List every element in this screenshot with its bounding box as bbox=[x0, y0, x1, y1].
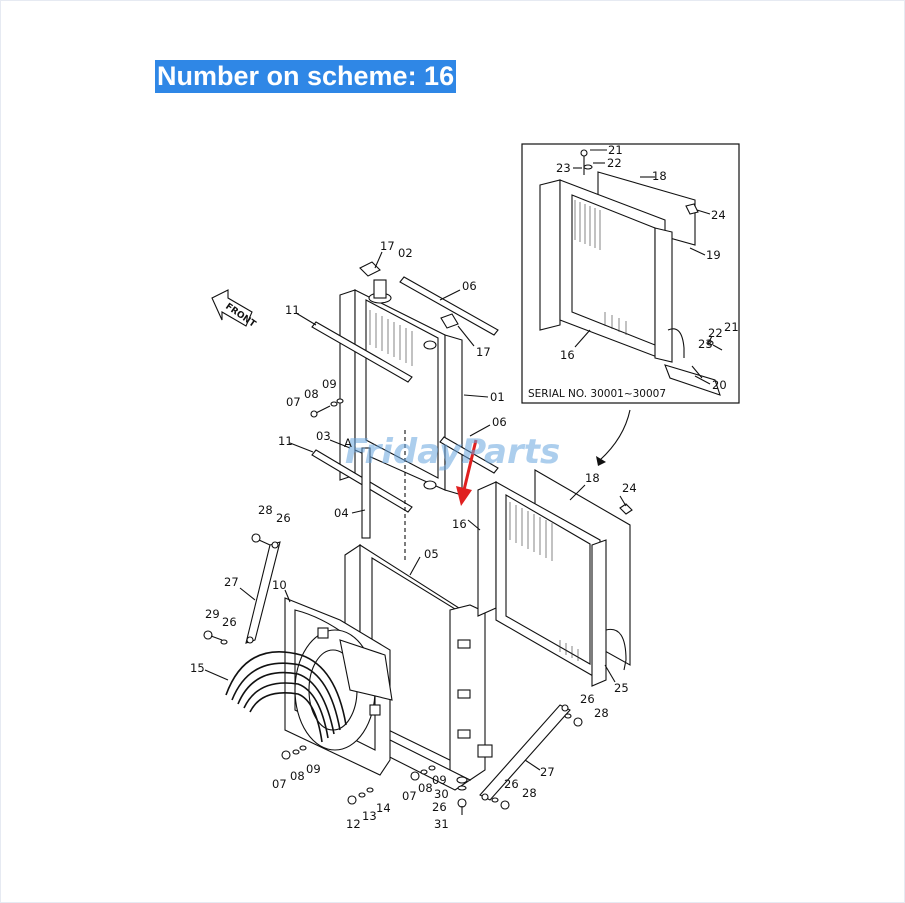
callout-label: 08 bbox=[304, 387, 319, 401]
fan-guard-15 bbox=[225, 651, 347, 743]
fan-shroud-10 bbox=[284, 597, 393, 776]
callout-label: 13 bbox=[362, 809, 377, 823]
callout-label: 27 bbox=[224, 575, 239, 589]
callout-label: 20 bbox=[712, 378, 727, 392]
callout-label: 22 bbox=[607, 156, 622, 170]
callout-label: 19 bbox=[706, 248, 721, 262]
callout-label: 07 bbox=[402, 789, 417, 803]
callout-label: 31 bbox=[434, 817, 449, 831]
callout-label: 23 bbox=[556, 161, 571, 175]
callout-label: 17 bbox=[380, 239, 395, 253]
callout-label: 26 bbox=[580, 692, 595, 706]
callout-label: 04 bbox=[334, 506, 349, 520]
watermark: FridayParts bbox=[345, 432, 560, 472]
hardware-bolts bbox=[203, 533, 583, 815]
callout-label: A bbox=[344, 436, 352, 450]
callout-label: 11 bbox=[278, 434, 293, 448]
stay-rods-27 bbox=[245, 541, 571, 801]
callout-label: 02 bbox=[398, 246, 413, 260]
callout-label: 28 bbox=[522, 786, 537, 800]
callout-label: 18 bbox=[585, 471, 600, 485]
callout-label: 24 bbox=[622, 481, 637, 495]
front-direction-arrow: FRONT bbox=[211, 289, 258, 330]
callout-label: 16 bbox=[560, 348, 575, 362]
callout-leaders bbox=[204, 251, 627, 771]
callout-label: 26 bbox=[222, 615, 237, 629]
callout-label: 28 bbox=[594, 706, 609, 720]
callout-label: 03 bbox=[316, 429, 331, 443]
callout-label: 08 bbox=[290, 769, 305, 783]
callout-label: 26 bbox=[276, 511, 291, 525]
callout-label: 09 bbox=[432, 773, 447, 787]
callout-label: 18 bbox=[652, 169, 667, 183]
inset-pointer-arrow bbox=[599, 409, 631, 461]
callout-label: 07 bbox=[286, 395, 301, 409]
callout-label: 14 bbox=[376, 801, 391, 815]
callout-label: 27 bbox=[540, 765, 555, 779]
callout-label: 28 bbox=[258, 503, 273, 517]
callout-label: 09 bbox=[306, 762, 321, 776]
callout-label: 26 bbox=[432, 800, 447, 814]
callout-label: 26 bbox=[504, 777, 519, 791]
callout-label: 05 bbox=[424, 547, 439, 561]
callout-label: 22 bbox=[708, 326, 723, 340]
callout-label: 24 bbox=[711, 208, 726, 222]
serial-caption: SERIAL NO. 30001~30007 bbox=[528, 388, 666, 400]
callout-label: 16 bbox=[452, 517, 467, 531]
inset-serial-detail: 21 23 22 18 24 19 22 21 23 16 20 SERIAL … bbox=[521, 143, 740, 404]
callout-label: 09 bbox=[322, 377, 337, 391]
callout-label: 01 bbox=[490, 390, 505, 404]
callout-label: 15 bbox=[190, 661, 205, 675]
callout-label: 30 bbox=[434, 787, 449, 801]
callout-label: 06 bbox=[492, 415, 507, 429]
callout-label: 21 bbox=[608, 143, 623, 157]
callout-label: 23 bbox=[698, 337, 713, 351]
callout-label: 12 bbox=[346, 817, 361, 831]
highlight-arrow bbox=[456, 439, 478, 506]
callout-label: 10 bbox=[272, 578, 287, 592]
callout-label: 21 bbox=[724, 320, 739, 334]
callout-label: 07 bbox=[272, 777, 287, 791]
scheme-number-banner: Number on scheme: 16 bbox=[155, 60, 457, 93]
callout-labels: 17 02 06 11 17 01 07 08 09 06 11 03 A 04… bbox=[190, 239, 637, 831]
radiator-bolts bbox=[310, 398, 344, 418]
oil-cooler-16 bbox=[477, 469, 633, 687]
upper-rods bbox=[311, 276, 499, 560]
callout-label: 08 bbox=[418, 781, 433, 795]
callout-label: 06 bbox=[462, 279, 477, 293]
callout-label: 11 bbox=[285, 303, 300, 317]
callout-label: 17 bbox=[476, 345, 491, 359]
callout-label: 25 bbox=[614, 681, 629, 695]
callout-label: 29 bbox=[205, 607, 220, 621]
